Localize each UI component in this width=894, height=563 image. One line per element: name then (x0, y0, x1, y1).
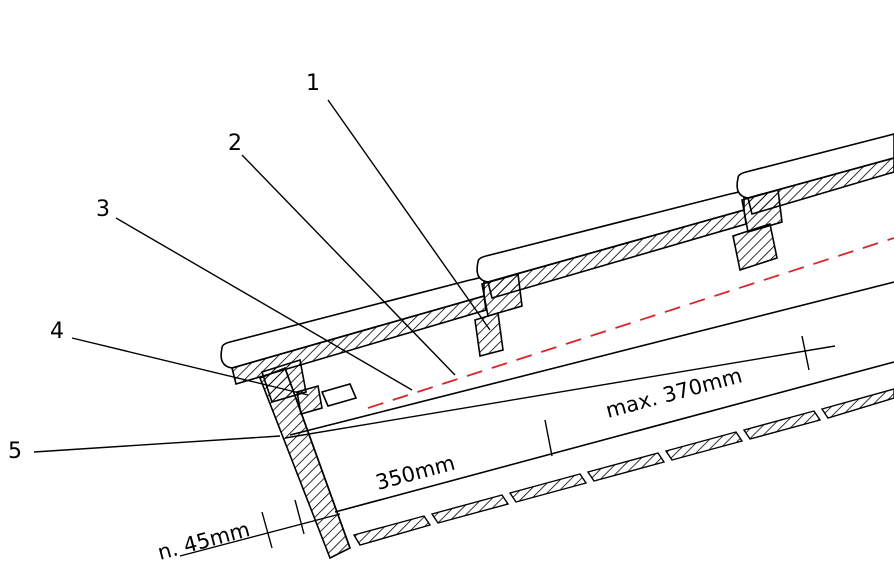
tile-3 (736, 133, 894, 199)
callout-2: 2 (228, 131, 242, 156)
dim-eaves-overhang: n. 45mm (155, 517, 252, 563)
callout-3: 3 (96, 197, 110, 222)
callout-leaders (33, 99, 491, 453)
rafter (289, 281, 894, 513)
dim-first-batten: 350mm (373, 451, 457, 495)
underside-boards (352, 388, 894, 546)
dimension-lines (179, 335, 836, 557)
batten-2 (732, 222, 778, 272)
eaves-vent-strip (320, 383, 358, 407)
roof-tiles (220, 133, 894, 403)
batten-1 (474, 311, 504, 358)
underlay-membrane (367, 237, 894, 409)
callout-1: 1 (306, 71, 320, 96)
callout-labels: 1 2 3 4 5 (8, 71, 320, 464)
callout-5: 5 (8, 439, 22, 464)
callout-4: 4 (50, 319, 64, 344)
